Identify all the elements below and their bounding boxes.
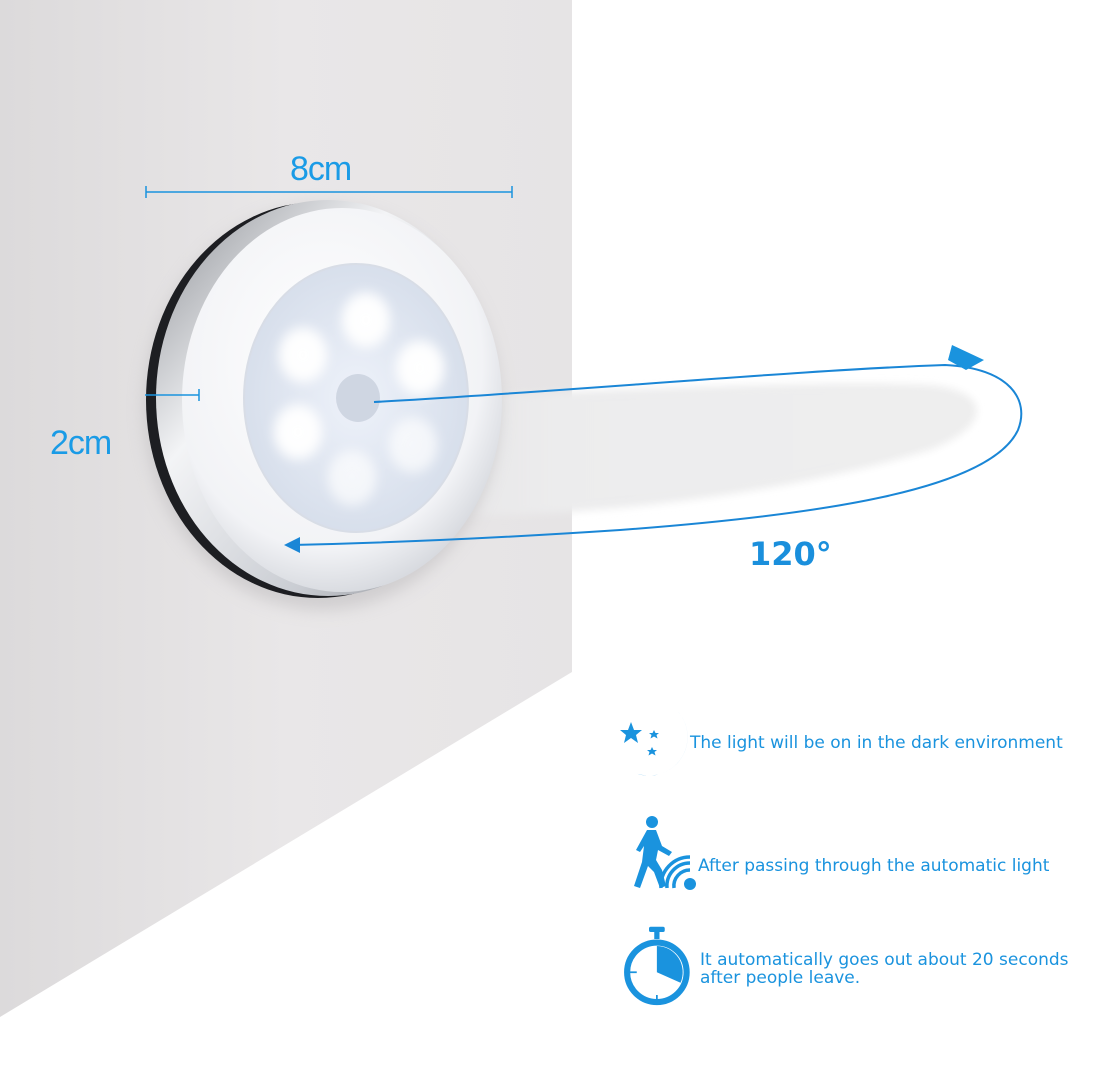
feature-dark-activation: The light will be on in the dark environ… bbox=[614, 702, 1063, 786]
walking-person-sensor-icon bbox=[634, 816, 696, 890]
thickness-label: 2cm bbox=[50, 424, 112, 462]
feature-motion-activation: After passing through the automatic ligh… bbox=[614, 812, 1049, 896]
pir-sensor bbox=[336, 374, 380, 422]
moon-stars-icon bbox=[620, 706, 688, 776]
feature-text-line2: after people leave. bbox=[700, 968, 861, 988]
stopwatch-icon bbox=[624, 926, 690, 1006]
arrowhead-left bbox=[284, 537, 300, 553]
diameter-dimension-line bbox=[145, 186, 513, 198]
detection-zone bbox=[380, 383, 977, 516]
feature-text-block: It automatically goes out about 20 secon… bbox=[700, 951, 1069, 987]
led-array bbox=[268, 286, 450, 512]
thickness-dimension-line bbox=[145, 389, 200, 401]
feature-auto-off: It automatically goes out about 20 secon… bbox=[614, 925, 1069, 1009]
angle-arrow bbox=[291, 363, 1023, 546]
feature-text: The light will be on in the dark environ… bbox=[690, 733, 1063, 753]
diameter-label: 8cm bbox=[290, 150, 352, 188]
arrowhead-right bbox=[948, 345, 984, 370]
feature-text-line1: It automatically goes out about 20 secon… bbox=[700, 950, 1069, 970]
angle-label: 120° bbox=[749, 535, 832, 573]
feature-text: After passing through the automatic ligh… bbox=[698, 856, 1050, 876]
